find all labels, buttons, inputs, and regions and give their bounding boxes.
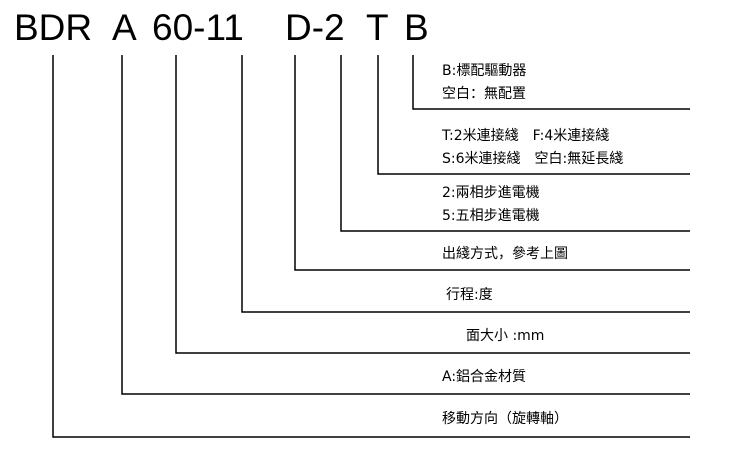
leader-lines: [52, 55, 690, 438]
leader-line-material: [121, 55, 690, 395]
leader-line-drive: [412, 55, 690, 110]
code-segment-bdr: BDR: [14, 7, 92, 48]
leader-line-direction: [52, 55, 690, 438]
label-material: A:鋁合金材質: [442, 369, 526, 385]
leader-line-cable: [377, 55, 690, 175]
label-face-size: 面大小 :mm: [466, 328, 544, 344]
label-outlet: 出綫方式，參考上圖: [442, 246, 568, 262]
model-code: BDR A 60-11 D-2 T B: [14, 7, 429, 48]
descriptions: B:標配驅動器 空白：無配置 T:2米連接綫 F:4米連接綫 S:6米連接綫 空…: [441, 63, 623, 427]
label-drive-line-1: B:標配驅動器: [442, 63, 526, 79]
code-segment-60-11: 60-11: [152, 7, 244, 48]
code-segment-t: T: [366, 7, 389, 48]
code-segment-a: A: [112, 7, 137, 48]
label-stroke: 行程:度: [446, 287, 493, 303]
label-direction: 移動方向（旋轉軸）: [442, 411, 568, 427]
leader-line-motor: [340, 55, 690, 232]
label-cable-line-1: T:2米連接綫 F:4米連接綫: [441, 127, 609, 144]
label-motor-line-2: 5:五相步進電機: [442, 208, 540, 224]
leader-line-face-size: [175, 55, 690, 354]
code-segment-b: B: [404, 7, 429, 48]
label-drive-line-2: 空白：無配置: [442, 86, 526, 102]
code-segment-d-2: D-2: [285, 7, 345, 48]
leader-line-stroke: [241, 55, 690, 313]
label-motor-line-1: 2:兩相步進電機: [442, 185, 540, 201]
leader-line-outlet: [294, 55, 690, 271]
label-cable-line-2: S:6米連接綫 空白:無延長綫: [442, 150, 623, 167]
